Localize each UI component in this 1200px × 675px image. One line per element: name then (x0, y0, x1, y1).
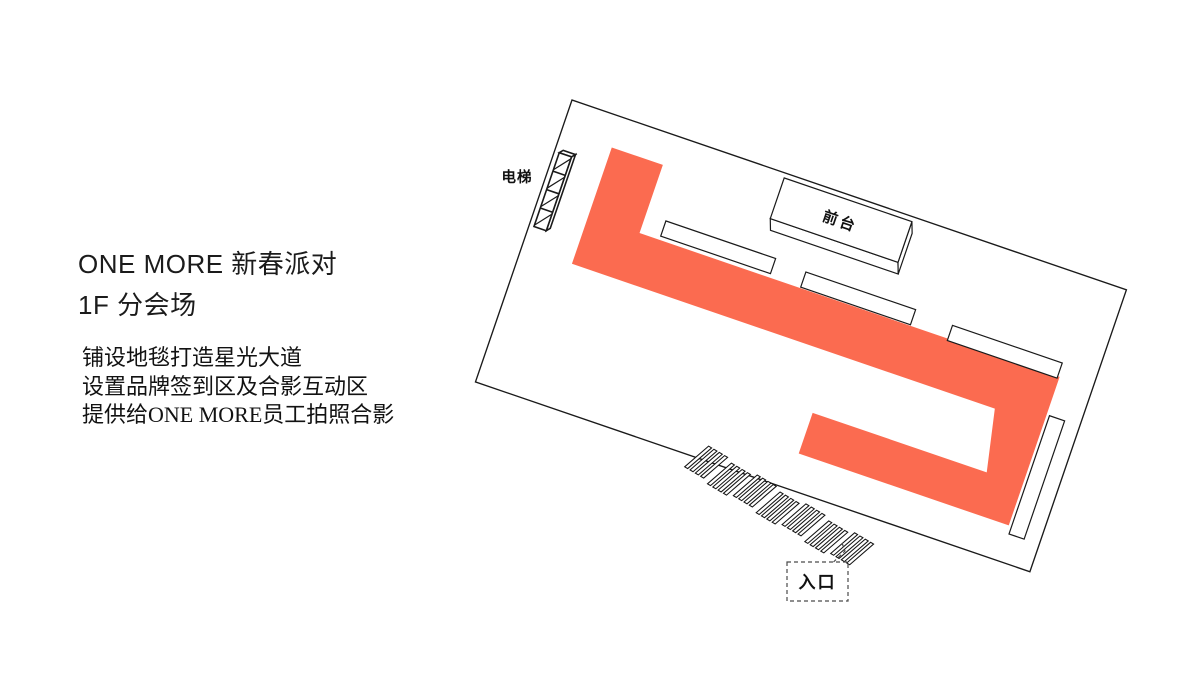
backdrop-panel (803, 520, 833, 545)
backdrop-panel (717, 468, 746, 493)
backdrop-panels (683, 445, 875, 566)
backdrop-panel (743, 480, 772, 505)
backdrop-panel (689, 448, 718, 473)
table-rect-3 (946, 324, 1064, 379)
entrance-callout-tail (833, 542, 846, 563)
slide-title-line1: ONE MORE 新春派对 (78, 249, 338, 279)
description-line-2: 设置品牌签到区及合影互动区 (82, 373, 369, 399)
backdrop-panel (791, 509, 821, 534)
backdrop-panel (748, 483, 778, 508)
backdrop-panel (711, 465, 741, 490)
backdrop-panel (829, 532, 859, 556)
description-block: 铺设地毯打造星光大道 设置品牌签到区及合影互动区 提供给ONE MORE员工拍照… (82, 344, 394, 430)
red-carpet (571, 147, 1060, 526)
backdrop-panel (699, 454, 729, 479)
entrance-marker: 入口 (786, 542, 849, 602)
backdrop-panel (706, 462, 736, 487)
title-block: ONE MORE 新春派对 1F 分会场 (78, 244, 337, 326)
backdrop-panel (786, 506, 816, 531)
elevator-label: 电梯 (502, 168, 533, 186)
backdrop-panel (781, 503, 810, 528)
backdrop-panel (814, 526, 844, 551)
elevator-shaft (532, 149, 578, 233)
photo-backdrop (683, 445, 875, 566)
backdrop-panel (771, 500, 800, 525)
backdrop-panel (694, 451, 724, 476)
table-rect-1 (659, 220, 777, 275)
backdrop-panel (797, 512, 826, 537)
backdrop-panel (732, 474, 762, 499)
table-rect-2 (799, 271, 917, 326)
front-desk-top-face (769, 177, 913, 264)
backdrop-panel (737, 477, 767, 502)
backdrop-panel (760, 494, 790, 519)
slide-title-line2: 1F 分会场 (78, 290, 197, 320)
backdrop-panel (845, 541, 875, 566)
entrance-label: 入口 (799, 573, 837, 592)
backdrop-panel (835, 535, 864, 560)
backdrop-panel (809, 523, 838, 548)
backdrop-panel (840, 538, 870, 563)
description-line-3: 提供给ONE MORE员工拍照合影 (82, 402, 395, 427)
entrance-box (786, 561, 849, 602)
backdrop-panel (765, 497, 795, 522)
backdrop-panel (722, 471, 752, 496)
backdrop-panel (683, 445, 713, 470)
backdrop-panel (755, 491, 784, 516)
description-line-1: 铺设地毯打造星光大道 (82, 345, 303, 370)
table-rect-right (1008, 414, 1066, 540)
backdrop-panel (819, 529, 849, 554)
front-desk: 前台 (769, 177, 913, 275)
